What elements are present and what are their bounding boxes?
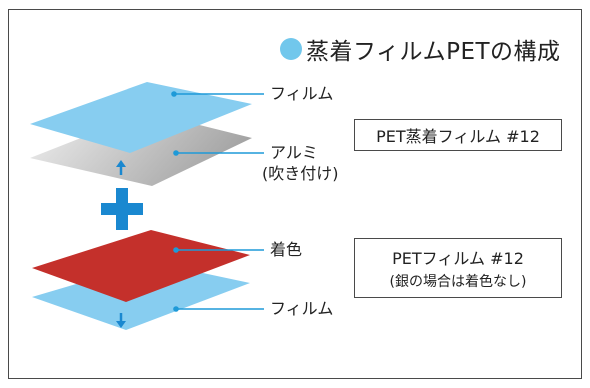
title-group: 蒸着フィルムPETの構成 <box>280 32 561 66</box>
label-colored: 着色 <box>270 240 303 259</box>
leader-aluminum <box>173 150 264 156</box>
page-title: 蒸着フィルムPETの構成 <box>306 39 561 65</box>
spec-lower-note: (銀の場合は着色なし) <box>389 274 527 290</box>
spec-upper-text: PET蒸着フィルム #12 <box>376 127 540 146</box>
arrow-up-icon <box>116 160 126 175</box>
leader-colored <box>173 247 264 253</box>
spec-box-upper: PET蒸着フィルム #12 <box>354 119 562 151</box>
leader-film-bottom <box>173 306 264 312</box>
spec-box-lower: PETフィルム #12 (銀の場合は着色なし) <box>354 238 562 298</box>
film-layer-top <box>30 82 252 153</box>
bullet-dot-icon <box>280 38 302 60</box>
plus-icon <box>101 188 143 230</box>
label-film-top: フィルム <box>270 84 334 103</box>
label-aluminum: アルミ <box>270 143 318 162</box>
aluminum-layer <box>30 112 252 186</box>
label-film-bottom: フィルム <box>270 299 334 318</box>
spec-lower-text: PETフィルム #12 <box>392 249 524 268</box>
colored-layer <box>32 230 250 302</box>
leader-film-top <box>171 91 264 97</box>
arrow-down-icon <box>116 313 126 328</box>
label-aluminum-sub: (吹き付け) <box>262 164 339 183</box>
